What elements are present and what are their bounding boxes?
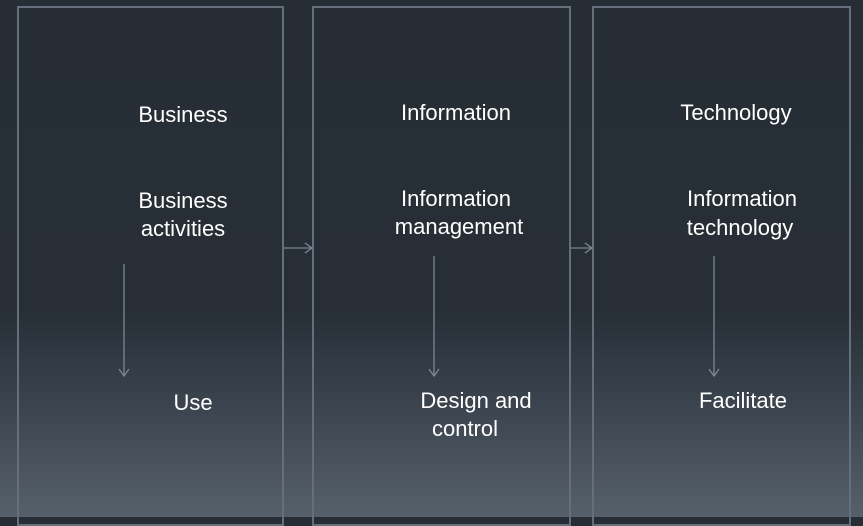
technology-result: Facilitate [698,388,788,413]
information-subtitle-line1: Information [400,186,512,211]
business-subtitle-line2: activities [140,216,226,241]
arrow-information-to-technology [571,242,594,254]
information-result-line2: control [431,416,499,441]
information-result-line1: Design and [420,388,532,413]
arrow-business-to-information [284,242,314,254]
arrow-business-down [118,264,130,378]
technology-subtitle-line2: technology [686,215,794,240]
information-title: Information [400,100,512,125]
business-subtitle-line1: Business [138,188,228,213]
business-result: Use [173,390,213,415]
arrow-information-down [428,256,440,378]
arrow-technology-down [708,256,720,378]
information-subtitle-line2: management [394,214,524,239]
technology-subtitle-line1: Information [686,186,798,211]
business-title: Business [138,102,228,127]
technology-title: Technology [680,100,792,125]
